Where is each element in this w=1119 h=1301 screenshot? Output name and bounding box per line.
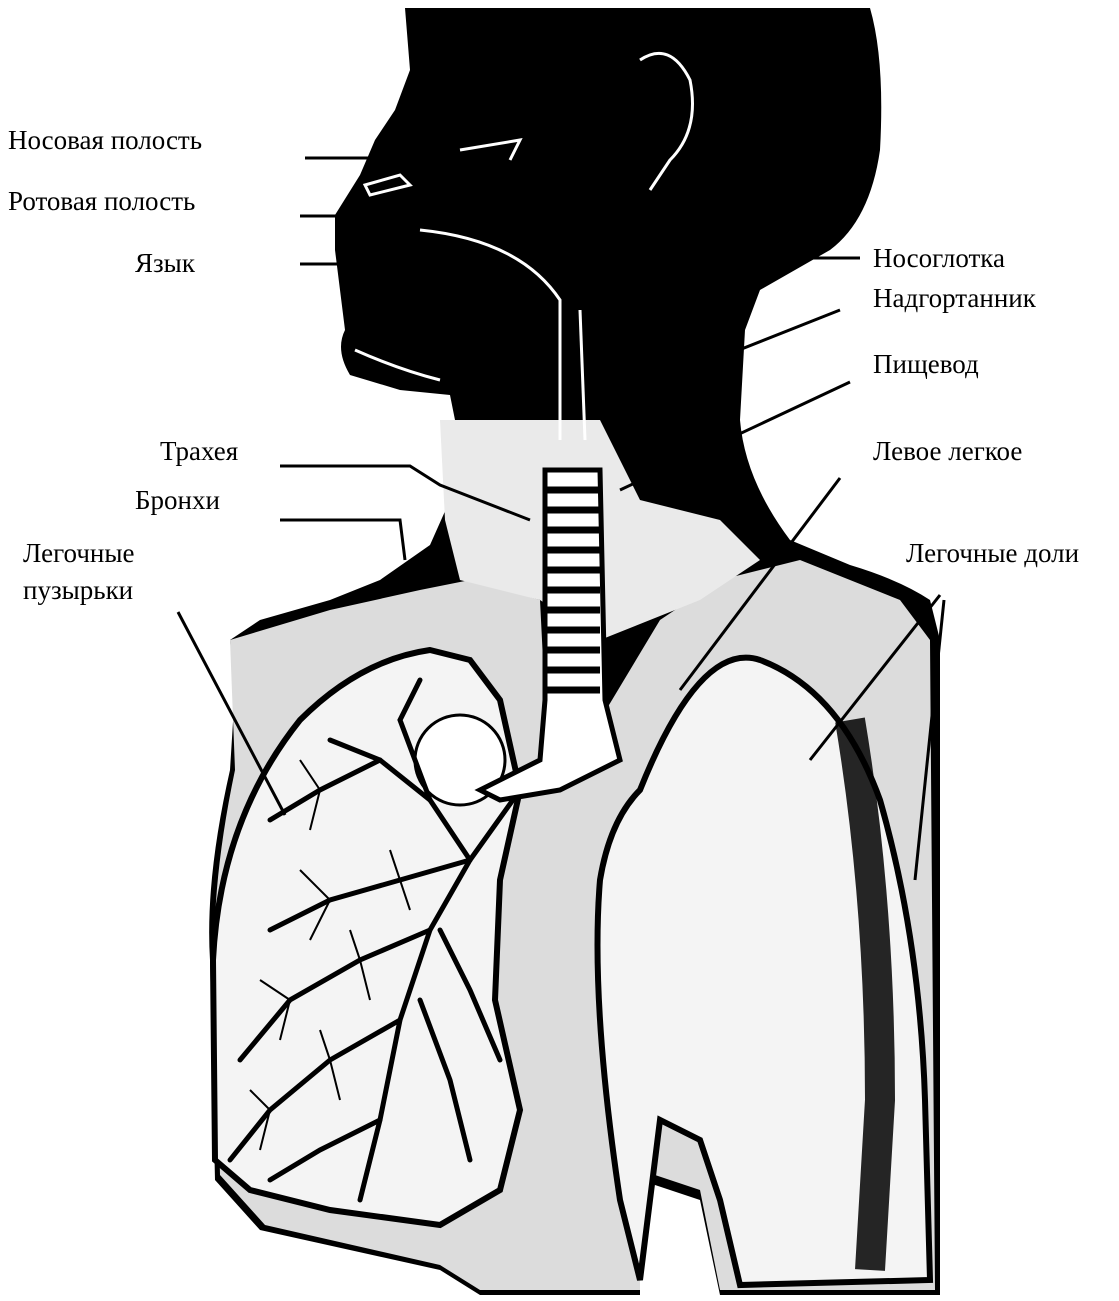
nasal-cavity-label: Носовая полость — [8, 124, 202, 156]
lung-lobes-label: Легочные доли — [906, 537, 1079, 569]
alveoli-label-line2: пузырьки — [23, 574, 133, 606]
left-lung-label: Левое легкое — [873, 435, 1022, 467]
alveoli-label-line1: Легочные — [23, 537, 134, 569]
nasopharynx-label: Носоглотка — [873, 242, 1005, 274]
epiglottis-label: Надгортанник — [873, 282, 1036, 314]
tongue-label: Язык — [135, 247, 195, 279]
oral-cavity-label: Ротовая полость — [8, 185, 195, 217]
bronchi-label: Бронхи — [135, 484, 220, 516]
trachea-label: Трахея — [160, 435, 238, 467]
esophagus-label: Пищевод — [873, 348, 979, 380]
